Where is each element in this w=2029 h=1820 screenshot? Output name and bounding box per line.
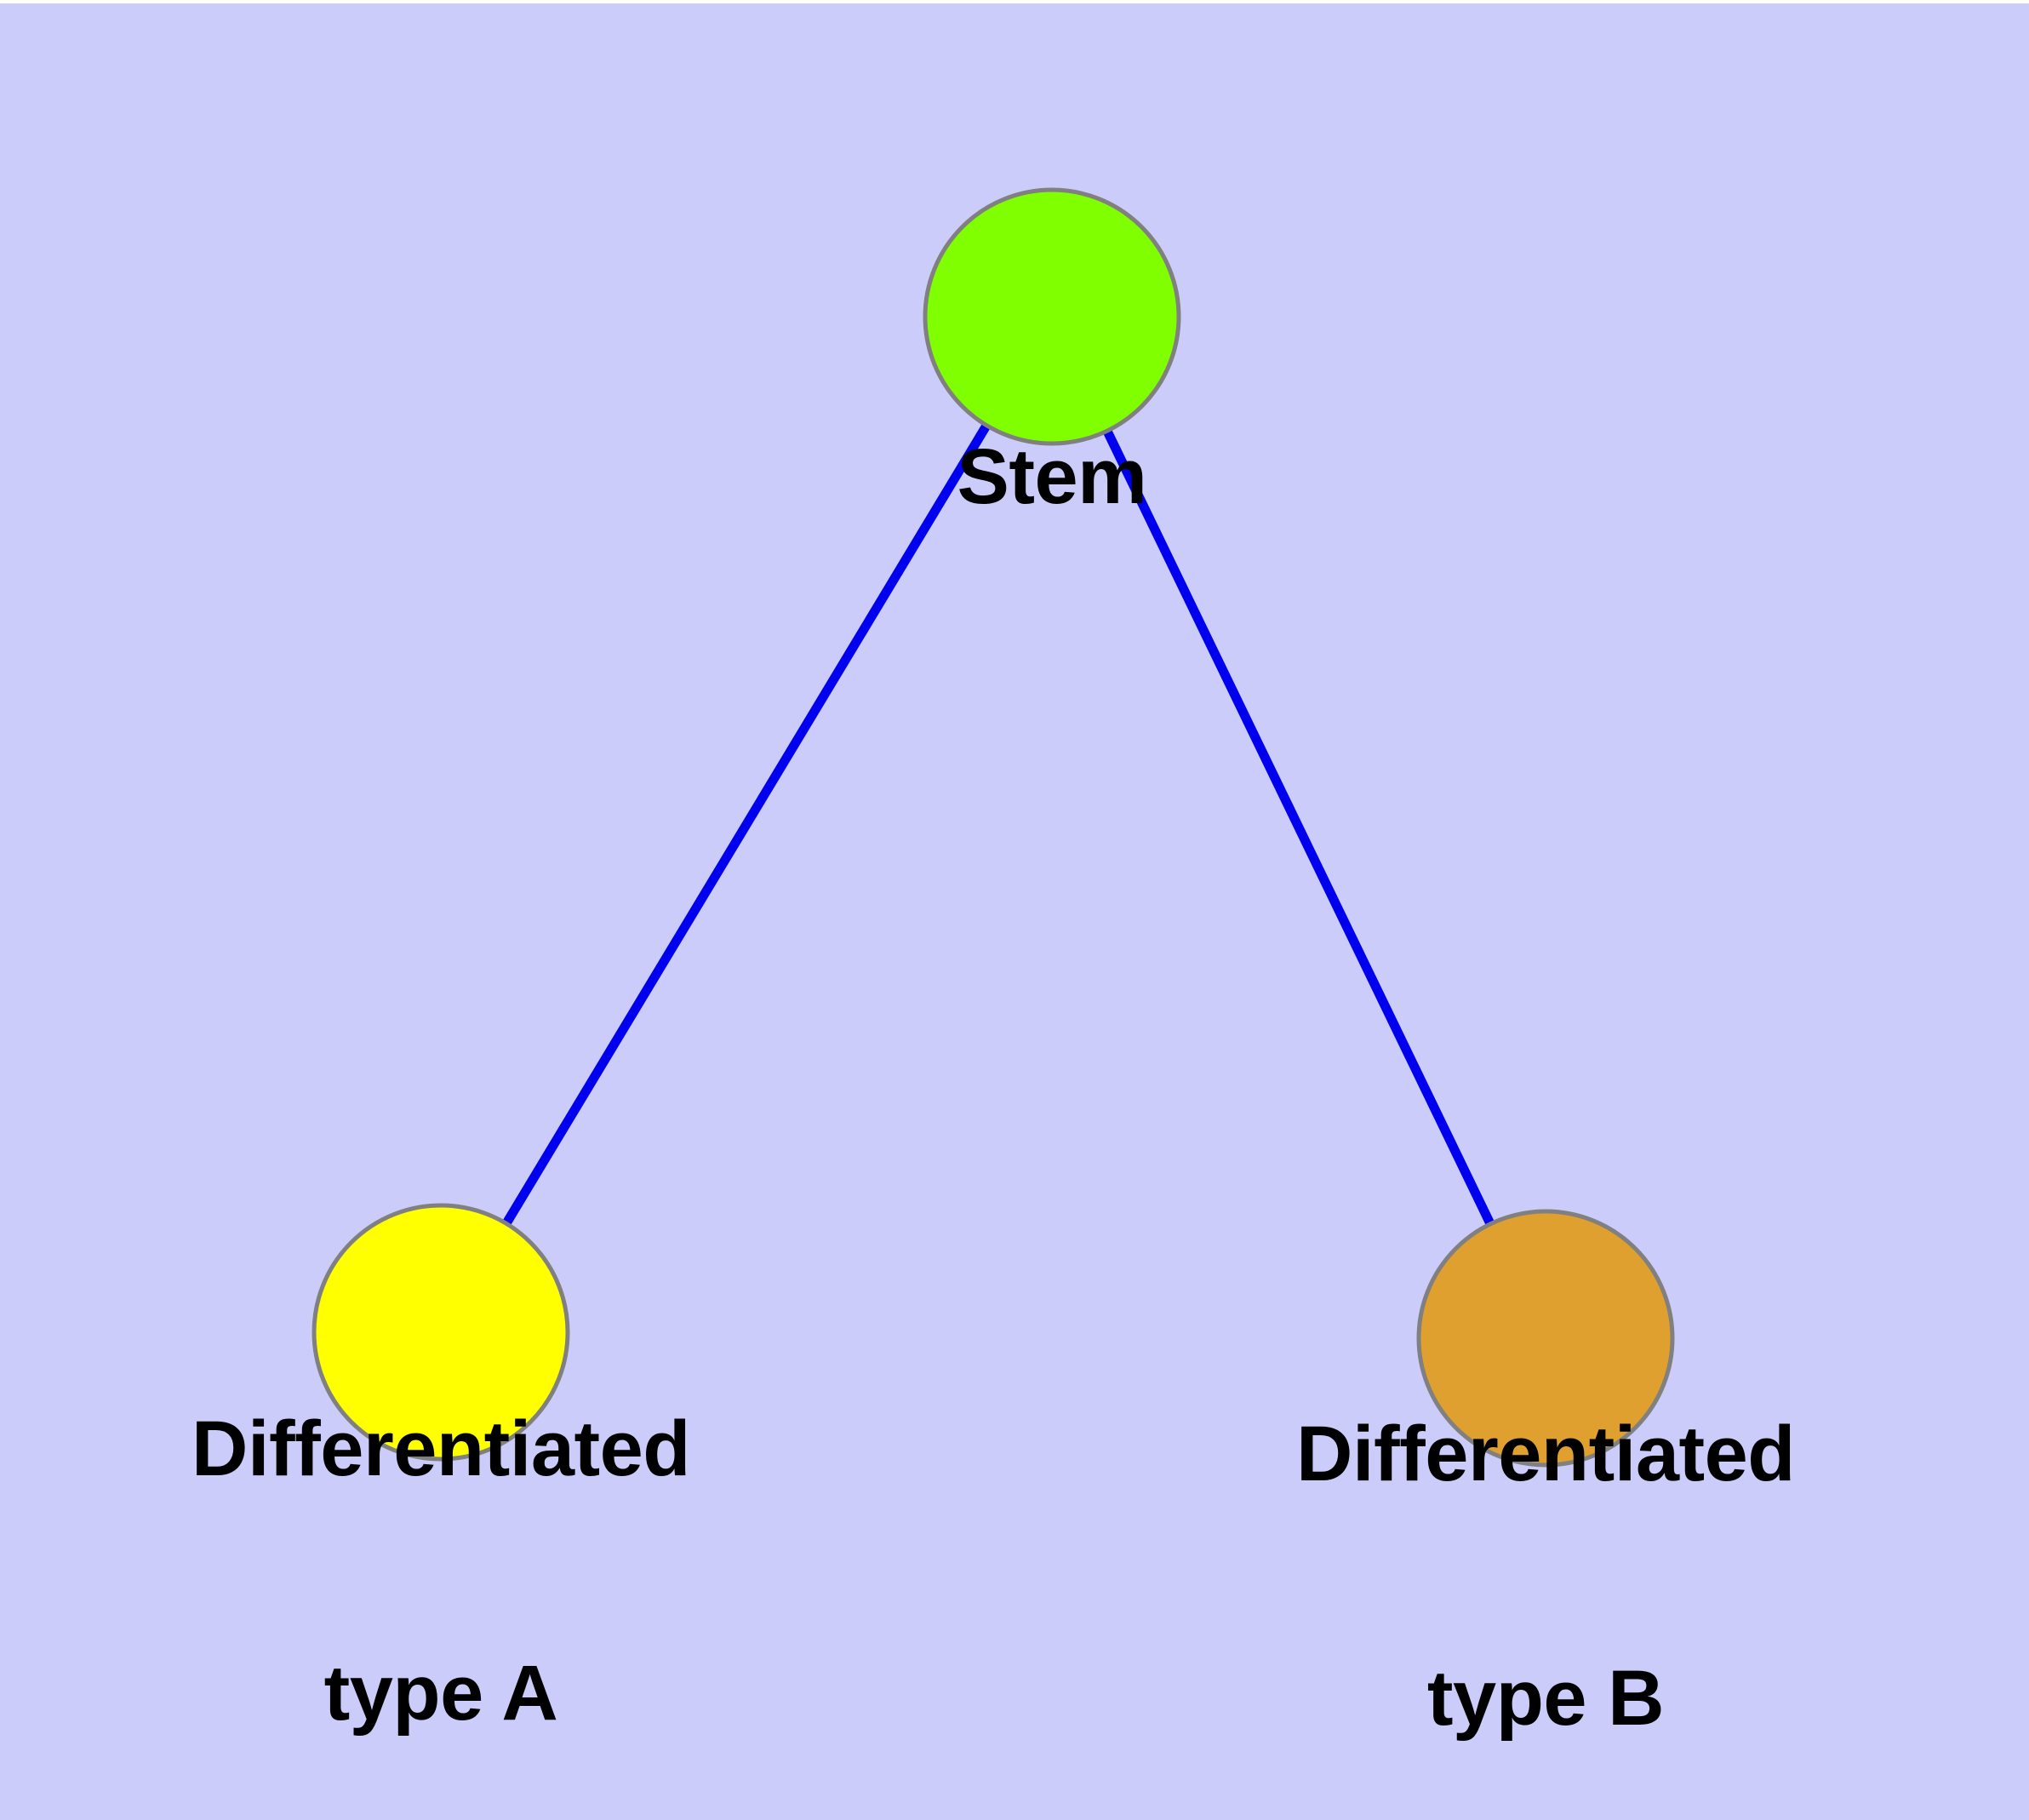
graph-svg: [311, 187, 1675, 1468]
node-stem[interactable]: [923, 187, 1181, 446]
node-differentiated-type-b[interactable]: [1416, 1209, 1675, 1468]
edge-stem-to-differentiated-type-a[interactable]: [437, 314, 1056, 1335]
node-layer: [311, 187, 1675, 1468]
edge-layer: [437, 314, 1550, 1341]
diagram-background: Stem Differentiated type A Differentiate…: [0, 3, 2029, 1820]
node-differentiated-type-a[interactable]: [311, 1203, 570, 1462]
edge-stem-to-differentiated-type-b[interactable]: [1048, 314, 1550, 1341]
